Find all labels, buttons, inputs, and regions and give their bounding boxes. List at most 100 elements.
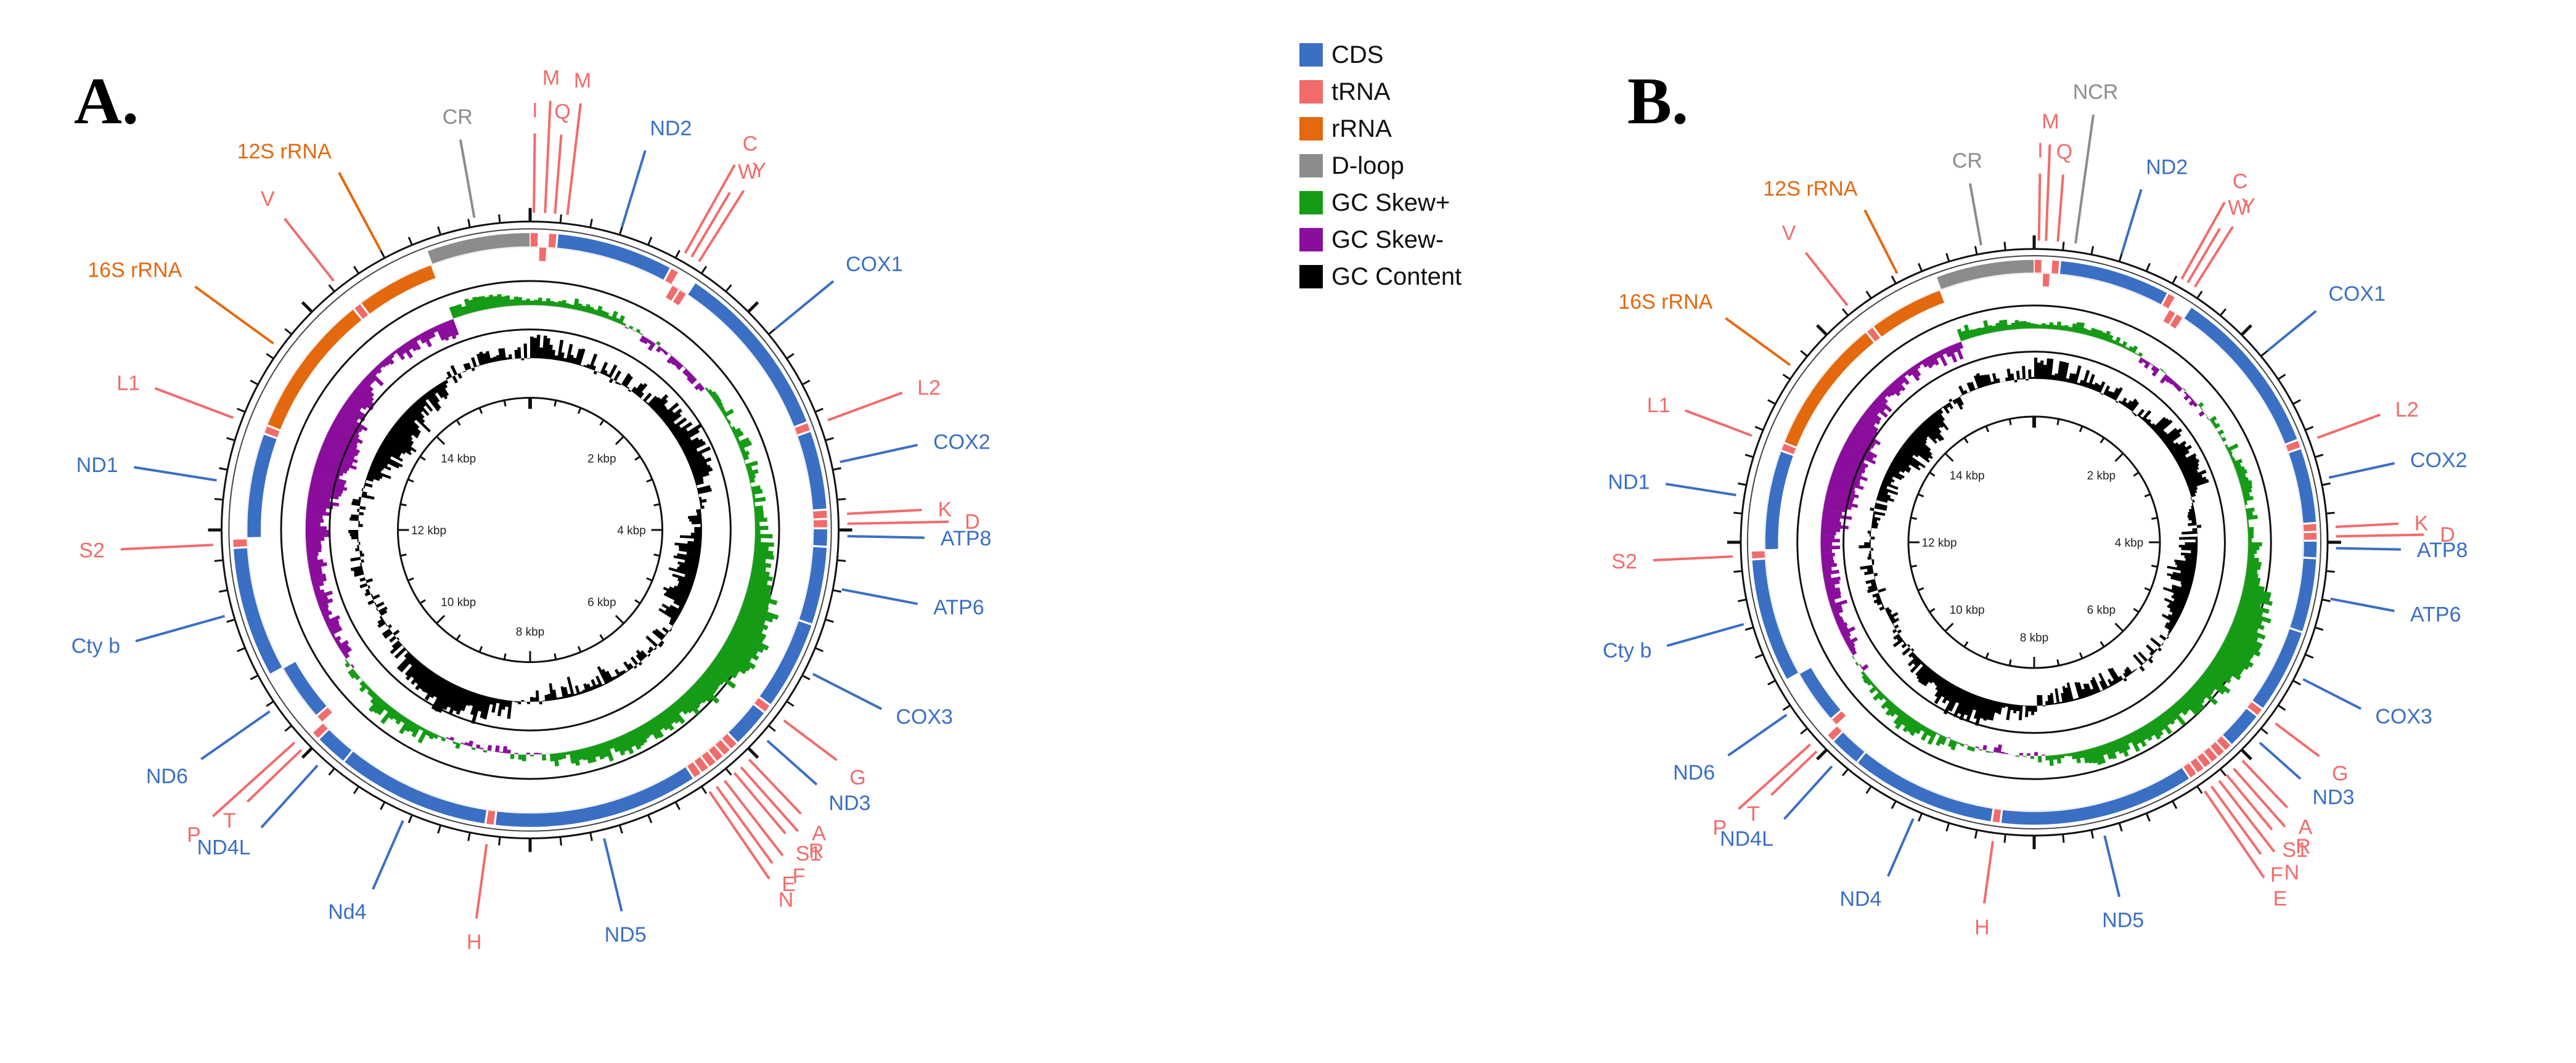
- label-leader-line: [2103, 835, 2121, 897]
- label-leader-line: [284, 218, 335, 282]
- label-leader-line: [459, 139, 476, 218]
- gene-label: F: [793, 865, 806, 888]
- label-leader-line: [708, 791, 771, 880]
- gene-label: ND6: [146, 765, 188, 788]
- label-leader-line: [603, 838, 623, 912]
- feature-cds-arc: [232, 547, 284, 675]
- feature-trna-arc: [263, 425, 281, 439]
- label-leader-line: [1653, 555, 1733, 562]
- outer-tick: [437, 825, 442, 834]
- inner-tick: [2056, 418, 2060, 426]
- outer-tick: [2219, 308, 2227, 316]
- outer-tick: [1754, 426, 1764, 431]
- outer-tick: [589, 219, 593, 228]
- feature-cds-arc: [494, 765, 695, 828]
- outer-tick: [2260, 727, 2268, 735]
- label-leader-line: [1738, 743, 1811, 810]
- feature-cds-arc: [727, 703, 766, 744]
- feature-ring-outline: [228, 228, 832, 832]
- legend-label: GC Skew+: [1331, 189, 1450, 216]
- gene-label: ND4L: [1720, 828, 1773, 851]
- outer-tick: [725, 767, 732, 776]
- label-leader-line: [847, 520, 949, 525]
- feature-trna-arc: [1831, 710, 1847, 726]
- gene-label: S1: [2282, 838, 2308, 861]
- label-leader-line: [134, 466, 217, 482]
- feature-trna-arc: [2162, 309, 2177, 326]
- inner-tick: [577, 646, 582, 653]
- inner-tick: [653, 503, 660, 507]
- feature-cds-arc: [1764, 450, 1794, 550]
- outer-tick: [407, 237, 413, 246]
- gene-label: 12S rRNA: [237, 140, 332, 163]
- outer-tick: [832, 589, 841, 593]
- gene-label: Y: [752, 158, 766, 182]
- gene-label: E: [782, 873, 796, 896]
- label-leader-line: [2045, 144, 2051, 241]
- label-leader-line: [827, 391, 903, 422]
- outer-tick: [353, 266, 360, 274]
- label-leader-line: [2056, 174, 2064, 242]
- outer-tick: [2292, 680, 2301, 686]
- feature-cds-arc: [2289, 557, 2317, 633]
- outer-tick: [467, 219, 471, 228]
- feature-trna-arc: [485, 809, 497, 826]
- gene-label: G: [2332, 762, 2348, 786]
- inner-tick: [653, 553, 660, 557]
- gc-skew-ring: [1796, 304, 2272, 780]
- gene-label: A: [812, 821, 826, 845]
- gene-label: ND3: [2312, 786, 2354, 809]
- gene-label: CR: [1952, 149, 1982, 173]
- gene-label: Q: [2056, 141, 2072, 164]
- gene-label: M: [574, 69, 591, 92]
- outer-tick: [1800, 349, 1808, 357]
- feature-rrna-arc: [1873, 289, 1945, 338]
- gene-label: P: [1713, 816, 1727, 839]
- feature-cds-arc: [687, 282, 808, 428]
- feature-trna-arc: [812, 510, 828, 519]
- label-leader-line: [1969, 183, 1982, 246]
- label-leader-line: [715, 786, 774, 865]
- outer-tick: [832, 467, 841, 471]
- gene-label: COX2: [2410, 449, 2468, 472]
- gene-label: Cty b: [1603, 639, 1651, 662]
- feature-d-loop-arc: [426, 232, 531, 265]
- gene-label: H: [467, 931, 482, 954]
- label-leader-line: [1887, 818, 1915, 877]
- outer-tick: [250, 674, 259, 680]
- feature-cds-arc: [812, 528, 828, 547]
- feature-d-loop-arc: [1936, 259, 2035, 291]
- outer-tick: [2090, 829, 2095, 839]
- inner-tick: [2133, 608, 2140, 613]
- outer-tick: [2277, 373, 2286, 380]
- gene-label: S2: [79, 539, 105, 563]
- gene-label: COX1: [2328, 282, 2386, 306]
- label-leader-line: [783, 719, 838, 762]
- legend-swatch: [1299, 265, 1323, 288]
- label-leader-line: [2120, 189, 2143, 255]
- outer-tick: [747, 747, 759, 759]
- gene-label: T: [223, 809, 236, 833]
- legend-label: GC Content: [1331, 263, 1462, 290]
- feature-cds-arc: [2000, 767, 2191, 826]
- panel-label: A.: [74, 65, 139, 138]
- outer-tick: [559, 214, 562, 224]
- gene-label: Y: [2241, 195, 2255, 218]
- gene-label: COX3: [896, 705, 953, 728]
- inner-tick: [2133, 471, 2140, 477]
- gene-label: A: [2299, 815, 2313, 839]
- outer-tick: [2062, 834, 2065, 843]
- label-leader-line: [740, 766, 799, 833]
- panel-label: B.: [1627, 65, 1688, 138]
- outer-tick: [2305, 426, 2314, 431]
- outer-tick: [1754, 653, 1764, 659]
- gene-label: COX3: [2375, 705, 2432, 728]
- legend-swatch: [1299, 191, 1323, 214]
- label-leader-line: [2186, 227, 2221, 283]
- outer-tick: [214, 498, 224, 501]
- gene-label: I: [532, 99, 538, 123]
- feature-cds-arc: [1833, 731, 1866, 764]
- inner-tick: [419, 455, 426, 461]
- outer-tick: [1945, 823, 1950, 832]
- feature-trna-arc: [2284, 439, 2302, 453]
